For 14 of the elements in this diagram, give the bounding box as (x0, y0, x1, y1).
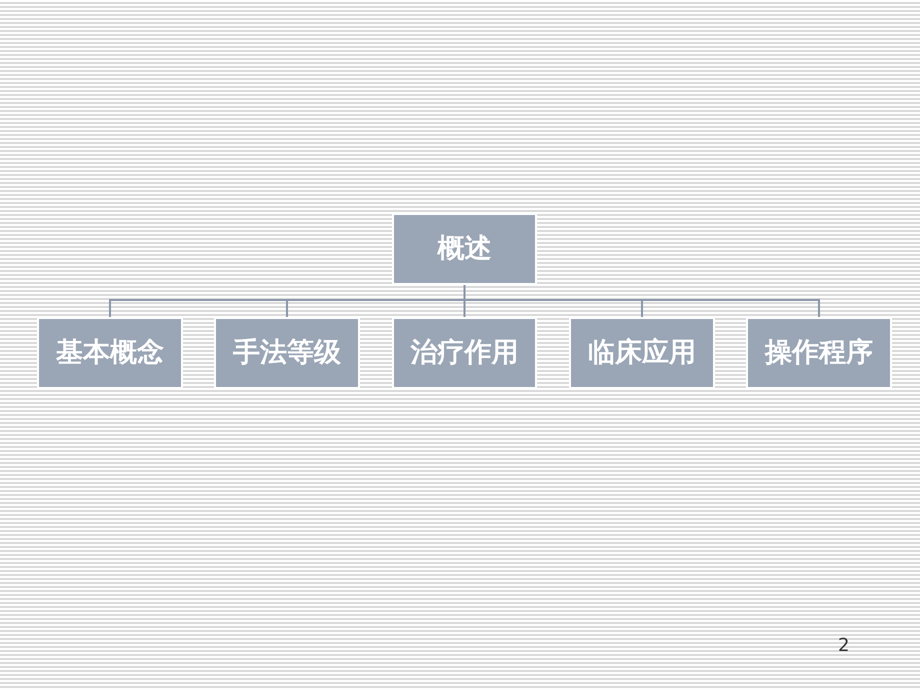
process-box (746, 317, 892, 389)
process-box (392, 317, 537, 389)
process-box (214, 317, 360, 389)
box-label: 临床应用 (588, 336, 696, 370)
box-label: 手法等级 (233, 336, 341, 370)
box-label: 基本概念 (56, 336, 164, 370)
process-box (37, 317, 183, 389)
process-box (569, 317, 715, 389)
connector-line (464, 285, 820, 317)
process-box (392, 213, 537, 285)
box-label: 概述 (438, 232, 492, 266)
box-label: 操作程序 (765, 336, 873, 370)
page-number: 2 (838, 634, 850, 658)
box-label: 治疗作用 (410, 336, 518, 370)
